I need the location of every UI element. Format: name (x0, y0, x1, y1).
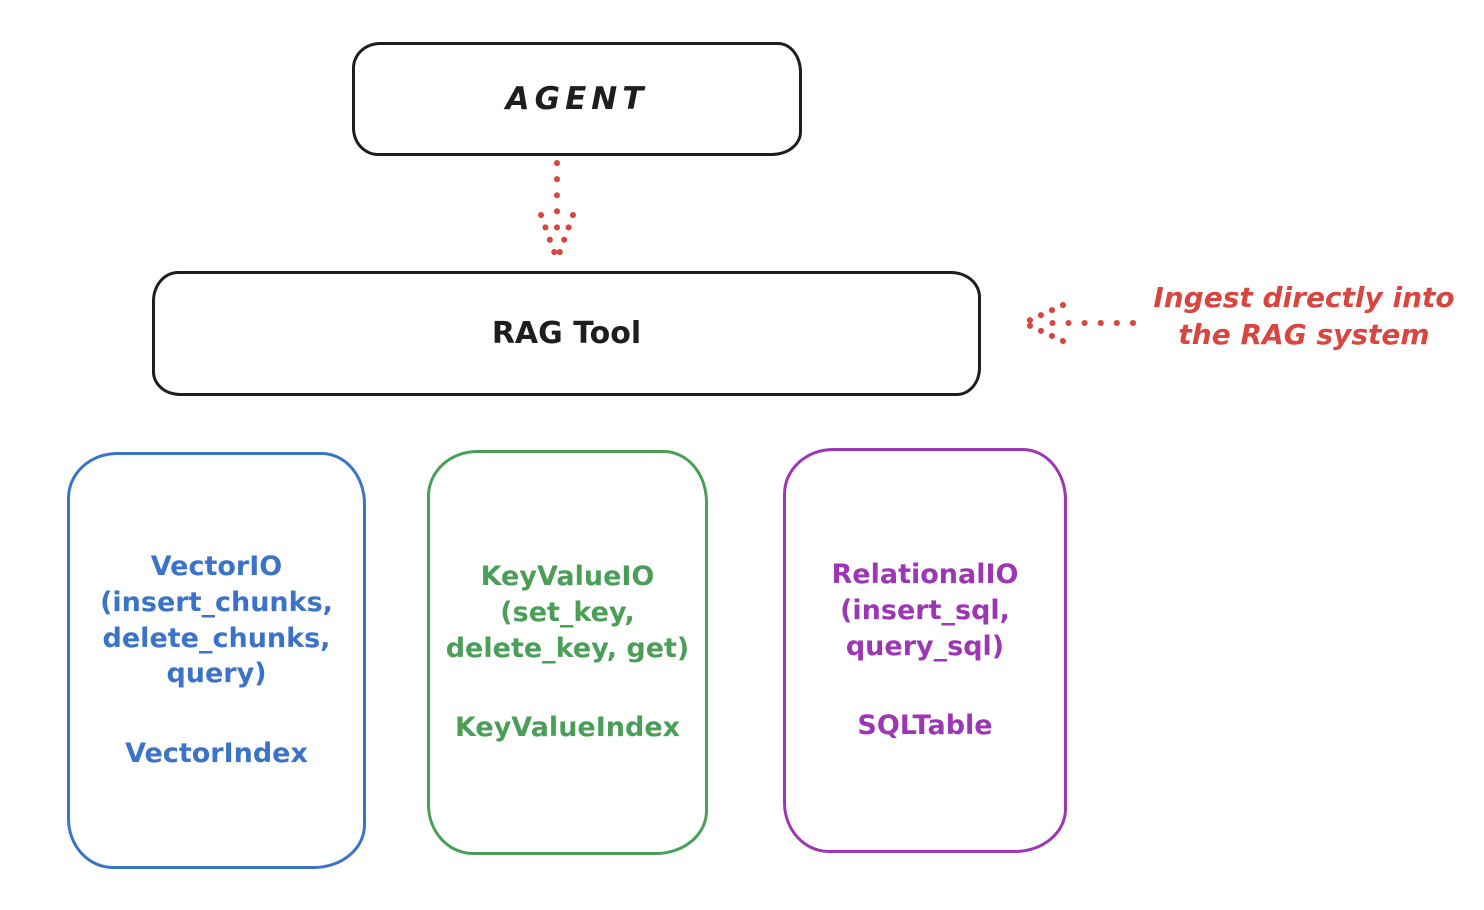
vector-io-line: VectorIO (150, 551, 283, 583)
relational-io-line: RelationalIO (831, 559, 1019, 591)
ingest-annotation-line: Ingest directly into (1153, 281, 1455, 314)
arrow-head-top (1023, 302, 1066, 325)
arrow-head-right (555, 212, 576, 260)
vector-io-line: query) (166, 658, 267, 690)
ingest-annotation: Ingest directly into the RAG system (1136, 280, 1472, 354)
agent-node-label: AGENT (505, 81, 649, 117)
sql-table-label: SQLTable (857, 710, 993, 742)
keyvalue-index-label: KeyValueIndex (454, 712, 681, 744)
keyvalue-io-node: KeyValueIO (set_key, delete_key, get) Ke… (427, 450, 708, 855)
keyvalue-io-line: KeyValueIO (480, 561, 655, 593)
vector-io-node: VectorIO (insert_chunks, delete_chunks, … (67, 452, 366, 869)
arrow-head-bottom (1023, 321, 1066, 344)
vector-io-line: delete_chunks, (102, 622, 331, 654)
vector-io-line: (insert_chunks, (100, 587, 333, 619)
agent-node: AGENT (352, 42, 802, 156)
agent-to-rag-arrow (538, 160, 576, 260)
relational-io-node: RelationalIO (insert_sql, query_sql) SQL… (783, 448, 1067, 853)
arrow-head-left (538, 212, 559, 260)
ingest-annotation-arrow (1023, 302, 1136, 344)
keyvalue-io-line: delete_key, get) (445, 632, 690, 664)
relational-io-line: query_sql) (845, 630, 1005, 662)
relational-io-line: (insert_sql, (840, 594, 1010, 626)
vector-index-label: VectorIndex (125, 737, 308, 769)
rag-tool-node: RAG Tool (152, 271, 981, 396)
rag-tool-node-label: RAG Tool (491, 316, 642, 351)
ingest-annotation-line: the RAG system (1178, 317, 1430, 351)
keyvalue-io-line: (set_key, (500, 596, 635, 628)
